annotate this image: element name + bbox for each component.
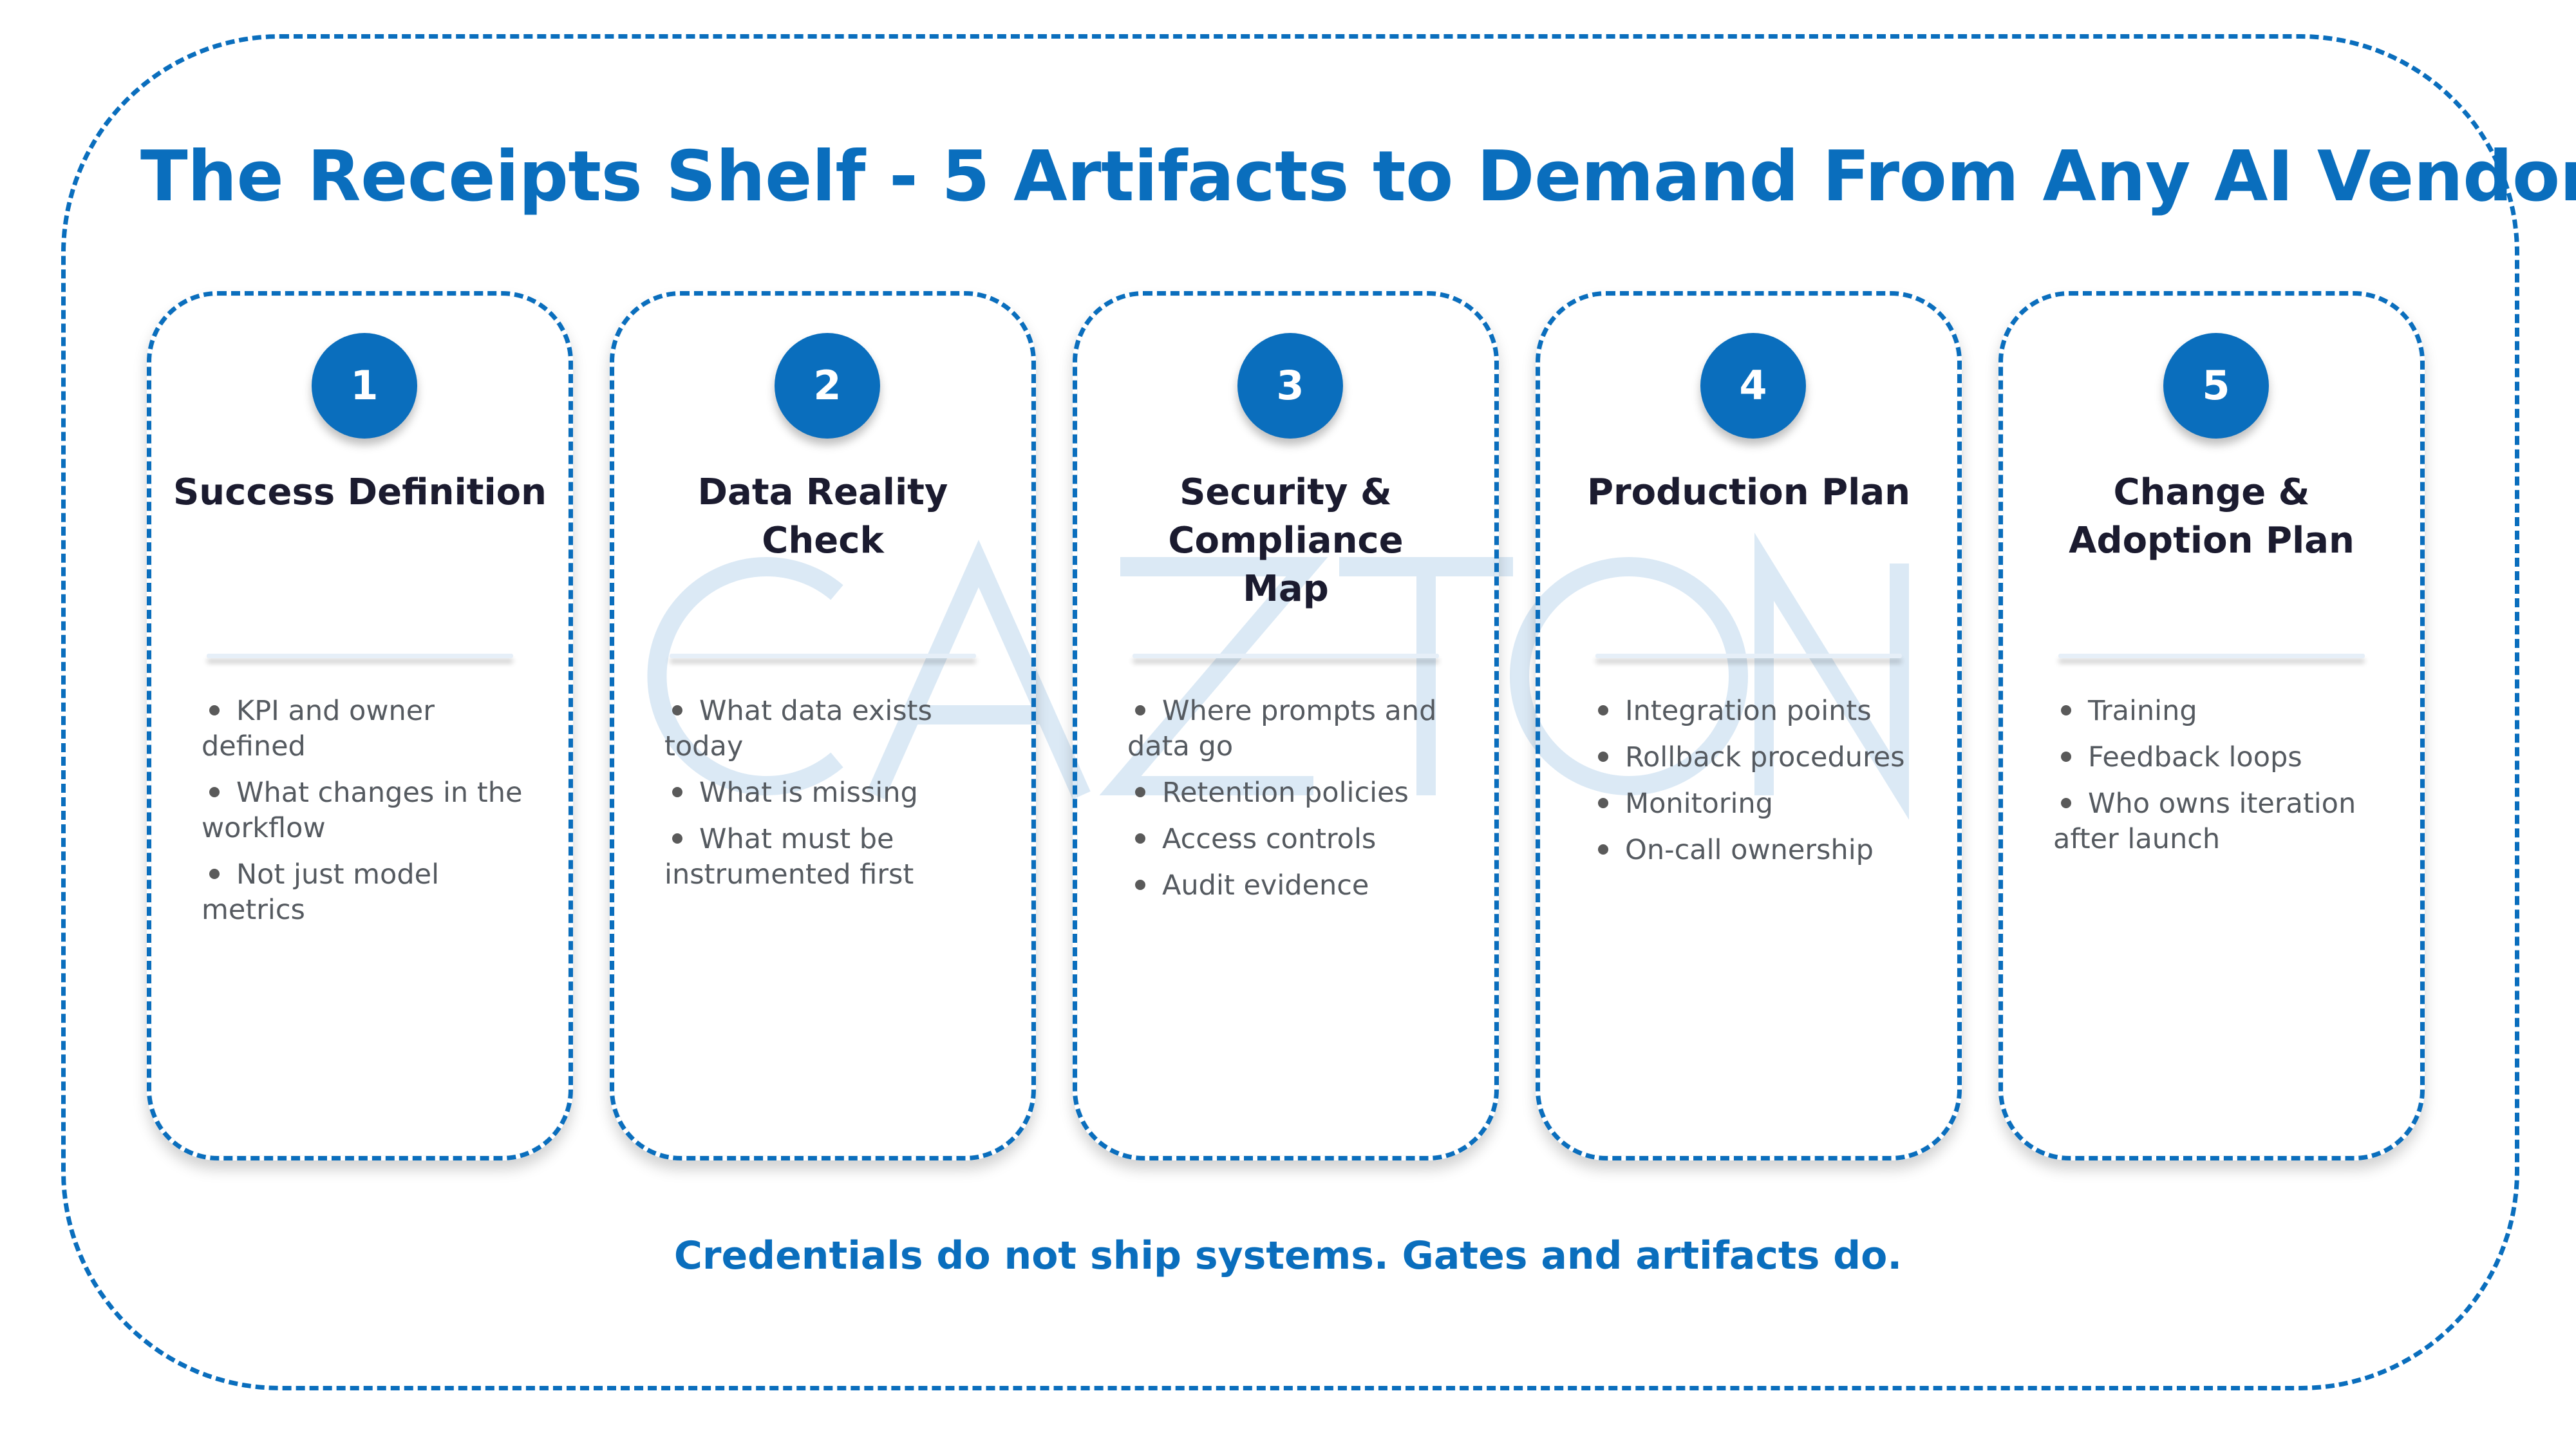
card-title: Change & Adoption Plan [2069,471,2355,562]
list-item-text: Integration points [1625,695,1872,727]
bullet-list: Where prompts and data go Retention poli… [1127,694,1469,914]
bullet-icon [1135,786,1145,797]
list-item-text: KPI and owner defined [202,695,435,762]
step-number-badge: 4 [1700,333,1806,439]
artifact-card-5: 5 Change & Adoption Plan Training Feedba… [1998,291,2425,1160]
list-item-text: Who owns iteration after launch [2053,788,2356,855]
watermark-letter-a-stroke [867,540,1091,800]
bullet-icon [1598,797,1608,808]
step-number-badge: 2 [775,333,880,439]
card-title: Success Definition [173,471,547,513]
list-item: Not just model metrics [202,857,543,928]
bullet-icon [2061,705,2071,715]
bullet-icon [1598,844,1608,855]
bullet-list: Integration points Rollback procedures M… [1590,694,1932,879]
bullet-icon [672,705,682,715]
divider [1133,654,1439,658]
watermark-letter-z [1099,557,1328,795]
bullet-list: What data exists today What is missing W… [664,694,1006,904]
list-item-text: Access controls [1162,823,1377,855]
list-item: Integration points [1590,694,1932,729]
list-item: What must be instrumented first [664,822,1006,893]
bullet-icon [1135,705,1145,715]
list-item-text: Not just model metrics [202,858,440,926]
watermark-letter-o [1510,557,1748,795]
list-item: Retention policies [1127,775,1469,811]
list-item-text: Feedback loops [2088,741,2302,773]
step-number-badge: 3 [1237,333,1343,439]
list-item-text: Monitoring [1625,788,1773,820]
bullet-icon [672,833,682,844]
artifact-card-3: 3 Security & Compliance Map Where prompt… [1073,291,1499,1160]
list-item-text: Retention policies [1162,777,1409,809]
watermark-letter-c-stroke [647,557,843,795]
list-item: What data exists today [664,694,1006,764]
list-item-text: Rollback procedures [1625,741,1905,773]
divider [2058,654,2365,658]
divider [207,654,513,658]
bullet-icon [209,868,220,879]
bullet-icon [2061,797,2071,808]
artifact-card-1: 1 Success Definition KPI and owner defin… [147,291,573,1160]
watermark-letter-n [1754,533,1909,820]
list-item-text: What is missing [699,777,918,809]
bullet-icon [1598,751,1608,762]
bullet-icon [672,786,682,797]
watermark-letter-t [1339,557,1513,795]
artifact-card-4: 4 Production Plan Integration points Rol… [1536,291,1962,1160]
bullet-list: Training Feedback loops Who owns iterati… [2053,694,2394,868]
watermark-letter-o-stroke [1510,557,1748,795]
list-item: What is missing [664,775,1006,811]
outer-frame [61,34,2519,1390]
list-item-text: On-call ownership [1625,834,1874,866]
list-item: On-call ownership [1590,833,1932,868]
card-title: Production Plan [1587,471,1910,513]
list-item: Where prompts and data go [1127,694,1469,764]
list-item-text: Where prompts and data go [1127,695,1437,762]
list-item: Training [2053,694,2394,729]
watermark-letter-a [867,540,1091,800]
watermark-letters [647,533,1909,820]
footer-tagline: Credentials do not ship systems. Gates a… [673,1233,1903,1278]
step-number-badge: 1 [312,333,417,439]
list-item: Monitoring [1590,786,1932,822]
watermark-letter-c [647,557,843,795]
list-item-text: What data exists today [664,695,932,762]
watermark-letter-z-stroke [1099,557,1328,795]
list-item: Access controls [1127,822,1469,857]
bullet-icon [209,786,220,797]
artifact-card-2: 2 Data Reality Check What data exists to… [610,291,1036,1160]
bullet-icon [209,705,220,715]
page-title: The Receipts Shelf - 5 Artifacts to Dema… [140,137,2576,217]
step-number-badge: 5 [2163,333,2269,439]
list-item: Rollback procedures [1590,740,1932,775]
divider [670,654,976,658]
list-item-text: What must be instrumented first [664,823,914,891]
list-item-text: Training [2088,695,2197,727]
list-item: Feedback loops [2053,740,2394,775]
list-item-text: What changes in the workflow [202,777,523,844]
watermark-letter-n-stroke [1754,533,1909,820]
bullet-list: KPI and owner defined What changes in th… [202,694,543,939]
artifact-cards: 1 Success Definition KPI and owner defin… [147,291,2425,1160]
list-item: What changes in the workflow [202,775,543,846]
bullet-icon [1135,833,1145,844]
list-item: Who owns iteration after launch [2053,786,2394,857]
list-item: KPI and owner defined [202,694,543,764]
card-title: Data Reality Check [697,471,948,562]
divider [1595,654,1902,658]
card-title: Security & Compliance Map [1168,471,1404,610]
list-item: Audit evidence [1127,868,1469,904]
bullet-icon [1598,705,1608,715]
list-item-text: Audit evidence [1162,869,1369,902]
bullet-icon [1135,879,1145,890]
watermark-logo [644,533,1919,820]
bullet-icon [2061,751,2071,762]
